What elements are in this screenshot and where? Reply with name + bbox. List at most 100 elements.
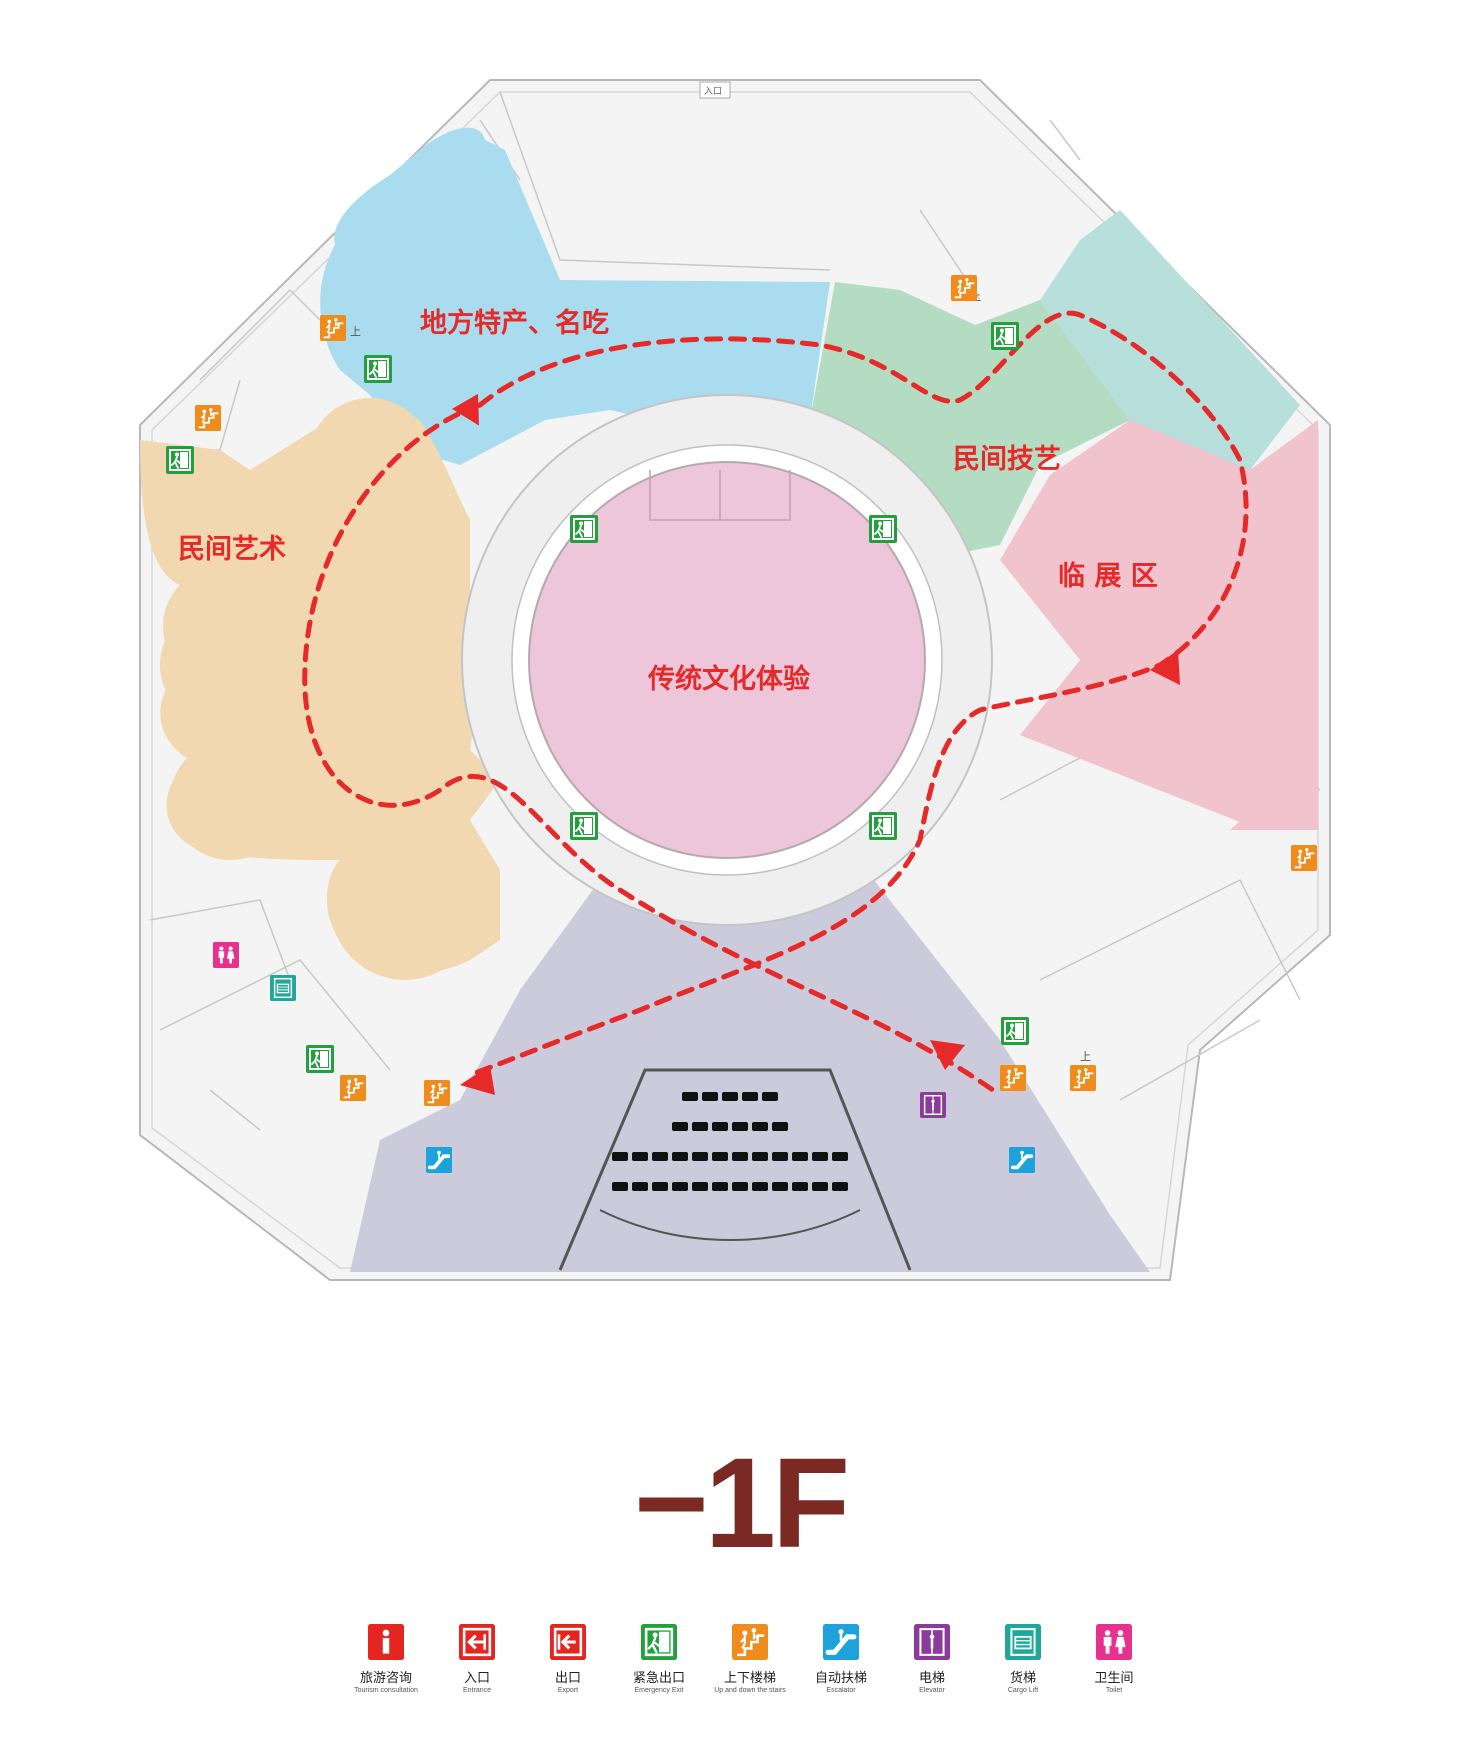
emergency-exit-icon[interactable] <box>869 812 897 840</box>
auditorium-seat <box>652 1152 668 1161</box>
auditorium-seat <box>732 1182 748 1191</box>
cargo-lift-icon[interactable] <box>270 975 296 1001</box>
folk-art-lobe-1 <box>160 605 280 725</box>
route-arrow-3 <box>460 1065 495 1095</box>
auditorium-seat <box>652 1182 668 1191</box>
legend-label: 旅游咨询 <box>359 1671 412 1686</box>
auditorium-seat <box>702 1092 718 1101</box>
folk-art-lobe-2 <box>170 740 290 860</box>
auditorium-seat <box>752 1182 768 1191</box>
auditorium-seat <box>672 1152 688 1161</box>
zone-label-local-products: 地方特产、名吃 <box>420 307 609 339</box>
auditorium-seat <box>832 1182 848 1191</box>
legend-label: 电梯 <box>918 1671 945 1686</box>
emergency-exit-icon[interactable] <box>991 322 1019 350</box>
emergency-exit-icon[interactable] <box>570 812 598 840</box>
emergency-exit-icon[interactable] <box>306 1045 334 1073</box>
legend-label: 紧急出口 <box>632 1671 685 1686</box>
stairs-icon[interactable] <box>340 1075 366 1101</box>
emergency-exit-icon[interactable] <box>364 355 392 383</box>
stairs-icon[interactable] <box>1070 1065 1096 1091</box>
auditorium-seat <box>712 1182 728 1191</box>
legend-label: 货梯 <box>1009 1671 1036 1686</box>
exit-icon <box>548 1622 588 1662</box>
emergency-exit-icon[interactable] <box>570 515 598 543</box>
floor-plan-map: 上 上 上 入口 地方特产、名吃 民间技艺 临 展 区 民间艺术 传统文化体验 <box>139 79 1331 1281</box>
auditorium-seat <box>682 1092 698 1101</box>
visitor-route <box>302 310 1249 1098</box>
zone-local-products[interactable] <box>320 127 830 465</box>
auditorium-seat <box>752 1152 768 1161</box>
escalator-icon <box>821 1622 861 1662</box>
elevator-icon[interactable] <box>920 1092 946 1118</box>
legend-label-en: Tourism consultation <box>354 1687 418 1694</box>
auditorium-seat <box>722 1092 738 1101</box>
auditorium-seat <box>742 1092 758 1101</box>
zone-folk-skills-annex <box>1040 210 1300 500</box>
auditorium-seat <box>792 1182 808 1191</box>
legend-label-en: Entrance <box>462 1687 492 1694</box>
auditorium-seat <box>692 1152 708 1161</box>
folk-art-lobe-4 <box>308 398 432 522</box>
legend-label: 上下楼梯 <box>723 1671 776 1686</box>
emergency-exit-icon[interactable] <box>869 515 897 543</box>
stairs-icon[interactable] <box>951 275 977 301</box>
escalator-icon[interactable] <box>1009 1147 1035 1173</box>
floor-level-label: −1F <box>633 1432 850 1575</box>
legend-label: 自动扶梯 <box>814 1671 867 1686</box>
elevator-icon <box>912 1622 952 1662</box>
auditorium-seat <box>772 1122 788 1131</box>
auditorium-seat <box>812 1182 828 1191</box>
zone-folk-skills[interactable] <box>810 282 1130 555</box>
auditorium-seat <box>612 1182 628 1191</box>
folk-art-lobe-3 <box>330 830 480 980</box>
zone-auditorium[interactable] <box>350 875 1150 1272</box>
escalator-icon[interactable] <box>426 1147 452 1173</box>
plan-up-label-1: 上 <box>350 325 361 338</box>
auditorium-seat <box>772 1182 788 1191</box>
route-arrow-1 <box>452 393 479 426</box>
legend-label: 入口 <box>463 1671 490 1686</box>
legend-label-en: Emergency Exit <box>634 1687 684 1694</box>
auditorium-seat <box>762 1092 778 1101</box>
legend-label: 卫生间 <box>1094 1671 1134 1686</box>
auditorium-seat <box>692 1122 708 1131</box>
stairs-icon[interactable] <box>1291 845 1317 871</box>
stairs-icon[interactable] <box>1000 1065 1026 1091</box>
zone-culture-experience[interactable] <box>528 461 926 859</box>
stairs-icon[interactable] <box>320 315 346 341</box>
auditorium-seat <box>772 1152 788 1161</box>
auditorium-seat <box>832 1152 848 1161</box>
legend-label-en: Elevator <box>919 1687 945 1694</box>
route-arrow-2 <box>1150 650 1180 685</box>
legend-label-en: Export <box>557 1687 579 1694</box>
legend-label-en: Escalator <box>826 1687 856 1694</box>
entrance-icon <box>457 1622 497 1662</box>
emergency-exit-icon[interactable] <box>1001 1017 1029 1045</box>
toilet-icon[interactable] <box>213 942 239 968</box>
stairs-icon[interactable] <box>424 1080 450 1106</box>
auditorium-seat <box>792 1152 808 1161</box>
auditorium-seat <box>712 1122 728 1131</box>
zone-temp-exhibition[interactable] <box>1000 420 1318 830</box>
auditorium-seat <box>752 1122 768 1131</box>
legend-label: 出口 <box>554 1671 581 1686</box>
stairs-icon[interactable] <box>195 405 221 431</box>
auditorium-seat <box>812 1152 828 1161</box>
auditorium-seat <box>692 1182 708 1191</box>
emergency-exit-icon[interactable] <box>166 446 194 474</box>
cargo-lift-icon <box>1003 1622 1043 1662</box>
legend-label-en: Up and down the stairs <box>714 1687 786 1694</box>
auditorium-seat <box>712 1152 728 1161</box>
route-arrow-4 <box>930 1040 965 1070</box>
stairs-icon <box>730 1622 770 1662</box>
